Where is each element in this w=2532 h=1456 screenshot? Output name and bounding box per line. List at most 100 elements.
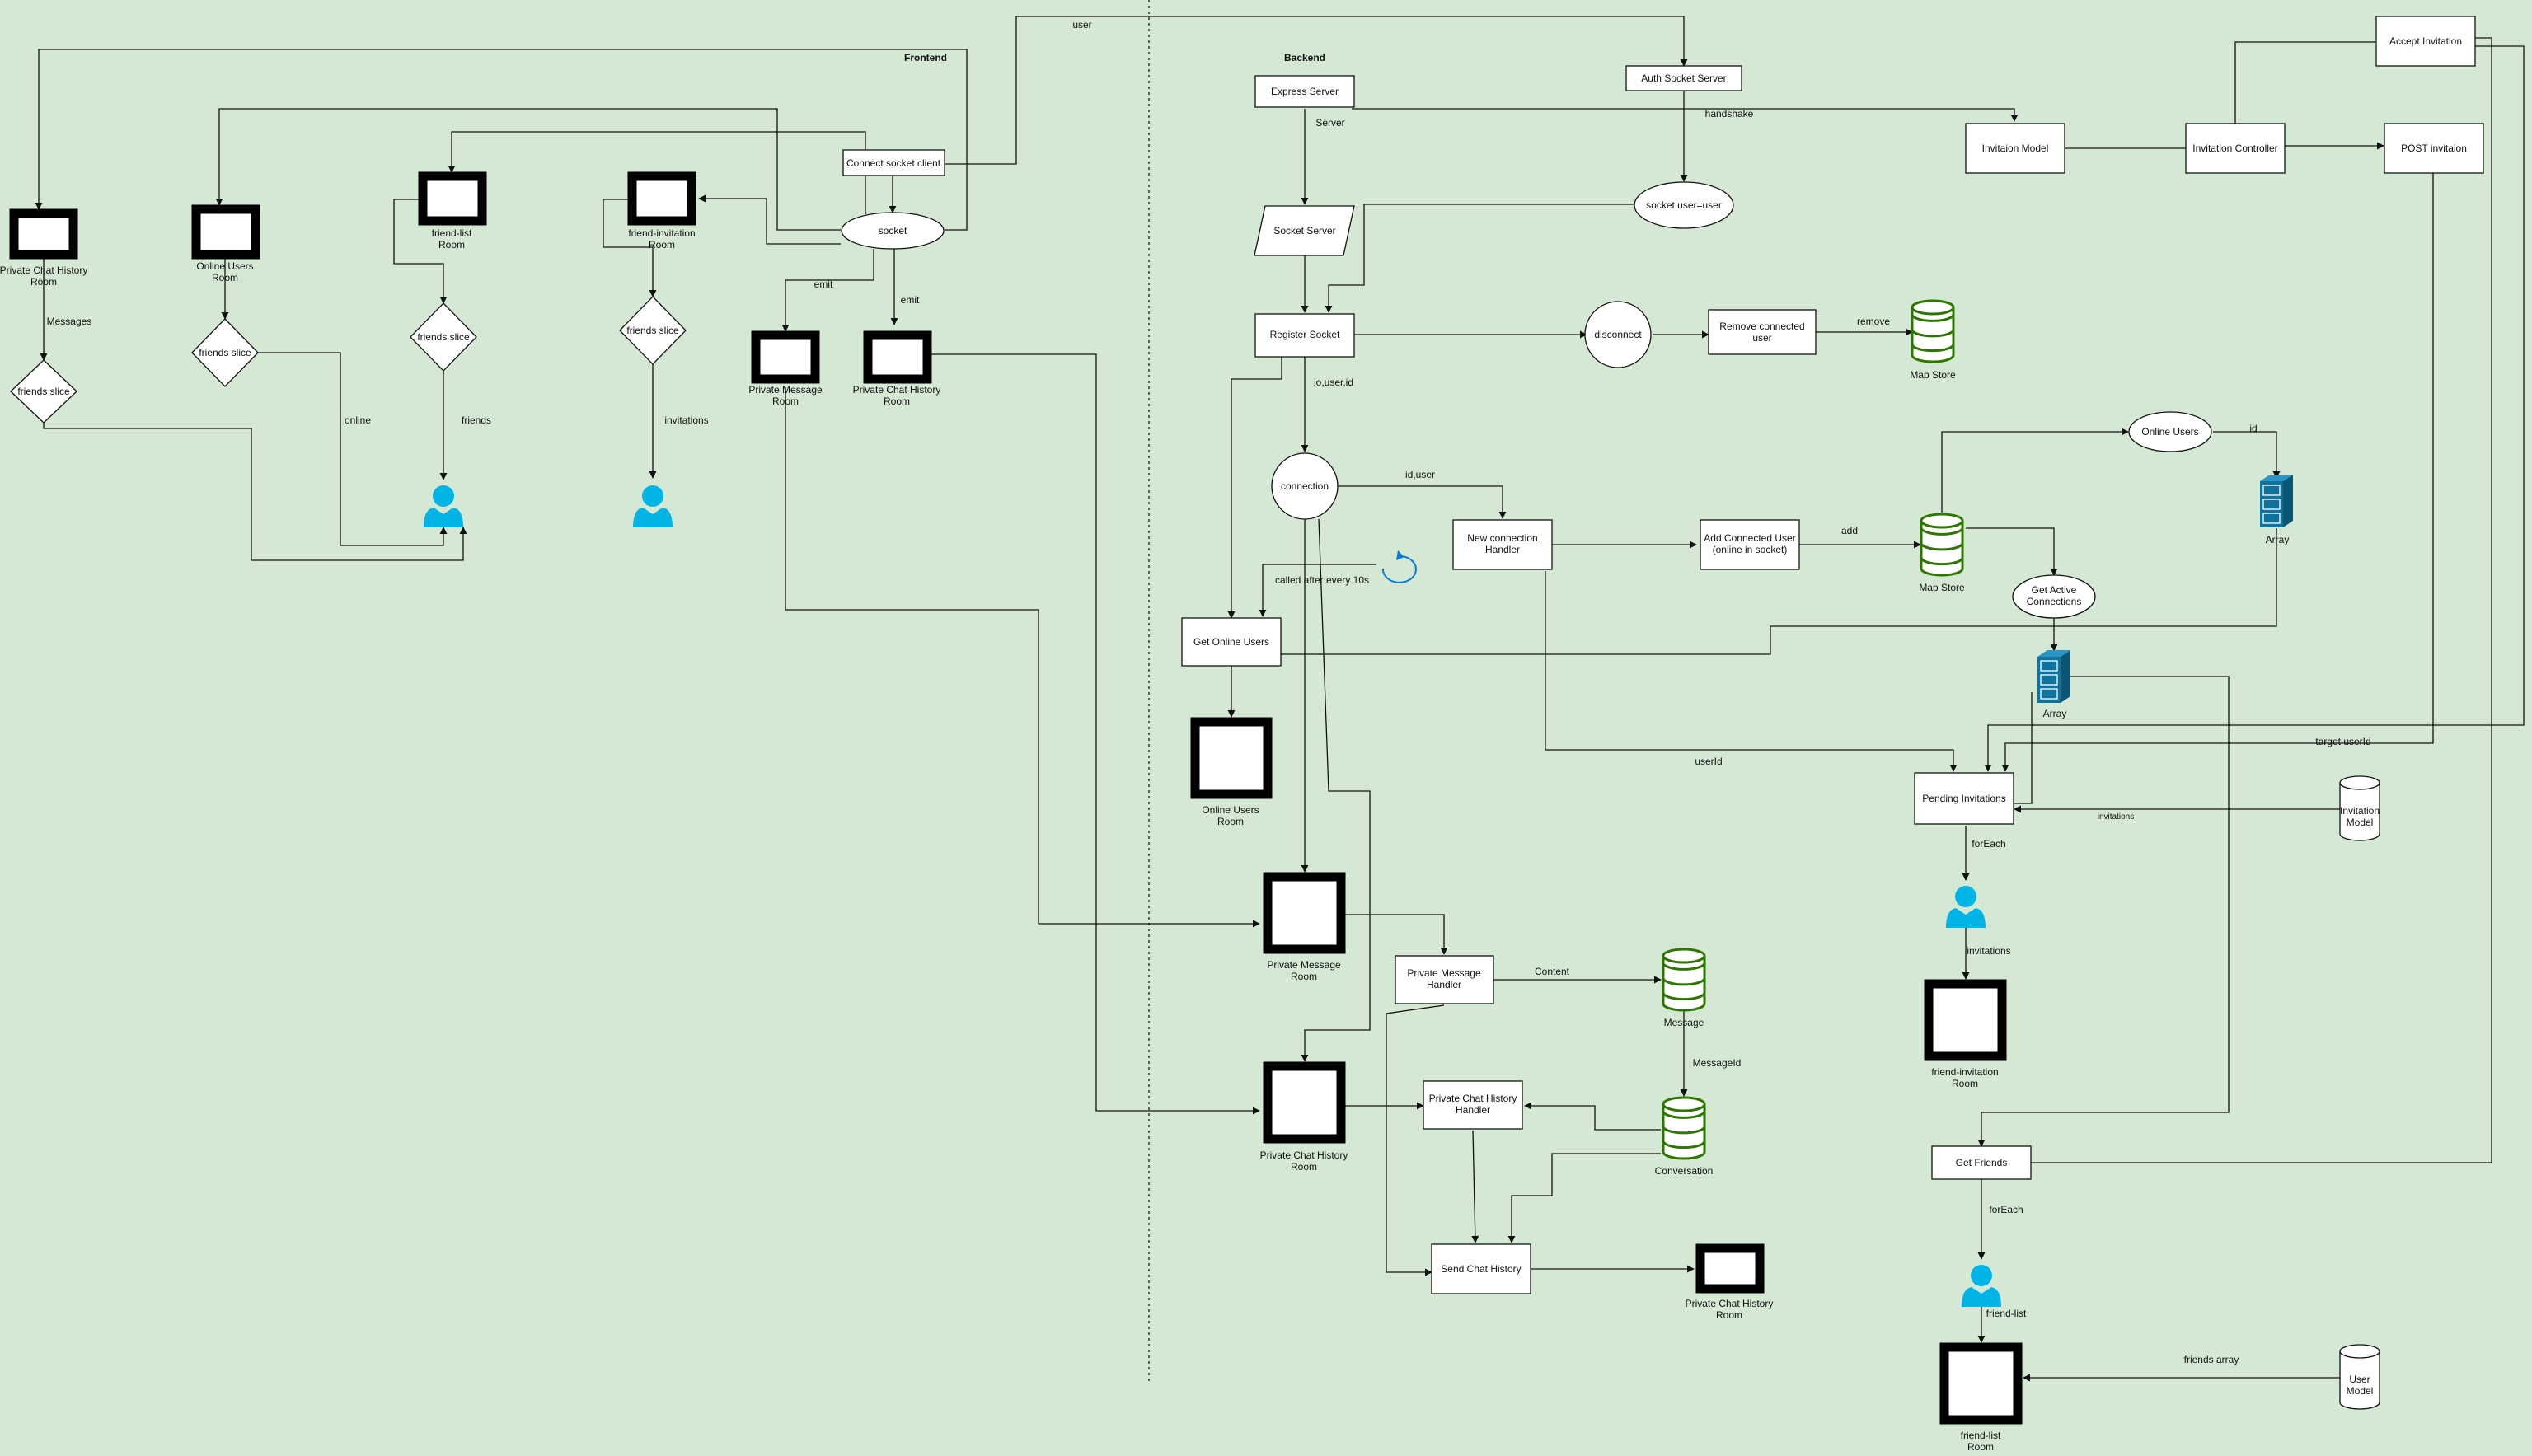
label-io-user-id: io,user,id xyxy=(1314,377,1353,388)
server-stack-icon xyxy=(2037,650,2070,703)
svg-text:friends slice: friends slice xyxy=(17,386,70,397)
frontend-nodes: Connect socket client socket Private Cha… xyxy=(0,149,945,527)
edge-accept-getfriends xyxy=(2023,37,2492,1167)
svg-text:Register Socket: Register Socket xyxy=(1270,329,1340,340)
server-stack-icon xyxy=(2260,475,2293,527)
label-friends: friends xyxy=(462,414,491,426)
svg-text:Pending Invitations: Pending Invitations xyxy=(1922,793,2005,804)
friends-slice-1[interactable]: friends slice xyxy=(10,359,77,424)
edge-pchhandler-send xyxy=(1471,1130,1479,1243)
edge-socket-privchat-room xyxy=(35,49,968,231)
svg-text:Array: Array xyxy=(2266,534,2290,545)
label-remove: remove xyxy=(1857,316,1890,327)
label-message-id: MessageId xyxy=(1693,1057,1742,1069)
post-invitation-box[interactable]: POST invitaion xyxy=(2384,123,2484,174)
label-invitations-2: invitations xyxy=(1967,945,2010,957)
disconnect-node[interactable]: disconnect xyxy=(1584,301,1652,368)
accept-invitation-box[interactable]: Accept Invitation xyxy=(2375,16,2476,67)
get-online-users-box[interactable]: Get Online Users xyxy=(1181,617,1282,667)
friends-slice-4[interactable]: friends slice xyxy=(619,296,687,365)
svg-text:disconnect: disconnect xyxy=(1594,329,1642,340)
friends-slice-3[interactable]: friends slice xyxy=(410,302,477,372)
connect-socket-client-box[interactable]: Connect socket client xyxy=(842,149,945,176)
edge-accept-pending xyxy=(1984,45,2525,772)
edge-express-invmodel xyxy=(1352,108,2019,122)
svg-text:Message: Message xyxy=(1664,1017,1704,1028)
edge-mapstore-onlineusers xyxy=(1941,428,2129,513)
svg-text:Get Friends: Get Friends xyxy=(1956,1157,2008,1168)
invitation-model-box[interactable]: Invitaion Model xyxy=(1965,123,2065,174)
cylinder-top xyxy=(2339,1344,2380,1359)
socket-server-node[interactable]: Socket Server xyxy=(1254,205,1355,256)
invitation-model-db xyxy=(2339,775,2380,841)
svg-text:Map Store: Map Store xyxy=(1919,582,1965,593)
cylinder-body xyxy=(2339,1351,2380,1410)
pending-invitations-box[interactable]: Pending Invitations xyxy=(1914,772,2014,825)
edge-friendlist-slice xyxy=(393,199,448,304)
online-users-node[interactable]: Online Users xyxy=(2128,411,2212,452)
edge-post-pending xyxy=(2001,171,2434,772)
invitation-controller-box[interactable]: Invitation Controller xyxy=(2185,123,2286,174)
database-icon xyxy=(1662,1096,1706,1160)
connection-node[interactable]: connection xyxy=(1271,452,1339,520)
edge-array-getonline xyxy=(1231,528,2277,658)
friends-slice-2[interactable]: friends slice xyxy=(191,318,259,387)
edge-register-getonline xyxy=(1227,357,1282,619)
user-icon xyxy=(633,485,673,527)
connector-edges xyxy=(35,16,2525,1382)
label-id-user: id,user xyxy=(1405,469,1435,480)
svg-text:Conversation: Conversation xyxy=(1655,1165,1714,1177)
register-socket-box[interactable]: Register Socket xyxy=(1254,313,1355,358)
label-friends-array: friends array xyxy=(2184,1354,2239,1365)
socket-node[interactable]: socket xyxy=(841,212,945,250)
edge-pm-room-be xyxy=(785,387,1260,928)
socket-user-node[interactable]: socket.user=user xyxy=(1634,181,1734,229)
edge-onlineusers-array xyxy=(2213,431,2281,479)
get-friends-box[interactable]: Get Friends xyxy=(1931,1145,2032,1180)
label-called-after: called after every 10s xyxy=(1275,574,1369,586)
auth-socket-server-box[interactable]: Auth Socket Server xyxy=(1625,65,1742,91)
array-icon: Array xyxy=(2037,650,2070,719)
edge-timer-getonline xyxy=(1259,564,1376,617)
label-emit-2: emit xyxy=(901,294,920,306)
send-chat-history-box[interactable]: Send Chat History xyxy=(1431,1243,1531,1294)
svg-text:Auth Socket Server: Auth Socket Server xyxy=(1641,73,1726,84)
cylinder-top xyxy=(2339,775,2380,790)
edge-socket-emit-pm xyxy=(781,249,874,332)
add-connected-user-box[interactable]: Add Connected User(online in socket) xyxy=(1700,519,1800,570)
edge-invroom-slice xyxy=(603,199,657,297)
svg-text:Express Server: Express Server xyxy=(1271,86,1339,97)
edge-socket-invitation-room xyxy=(698,194,841,245)
label-foreach-2: forEach xyxy=(1989,1204,2023,1215)
label-content: Content xyxy=(1535,966,1570,977)
refresh-icon xyxy=(1381,550,1417,583)
express-server-box[interactable]: Express Server xyxy=(1254,75,1355,108)
message-db: Message xyxy=(1662,948,1706,1028)
svg-text:friends slice: friends slice xyxy=(417,331,470,343)
